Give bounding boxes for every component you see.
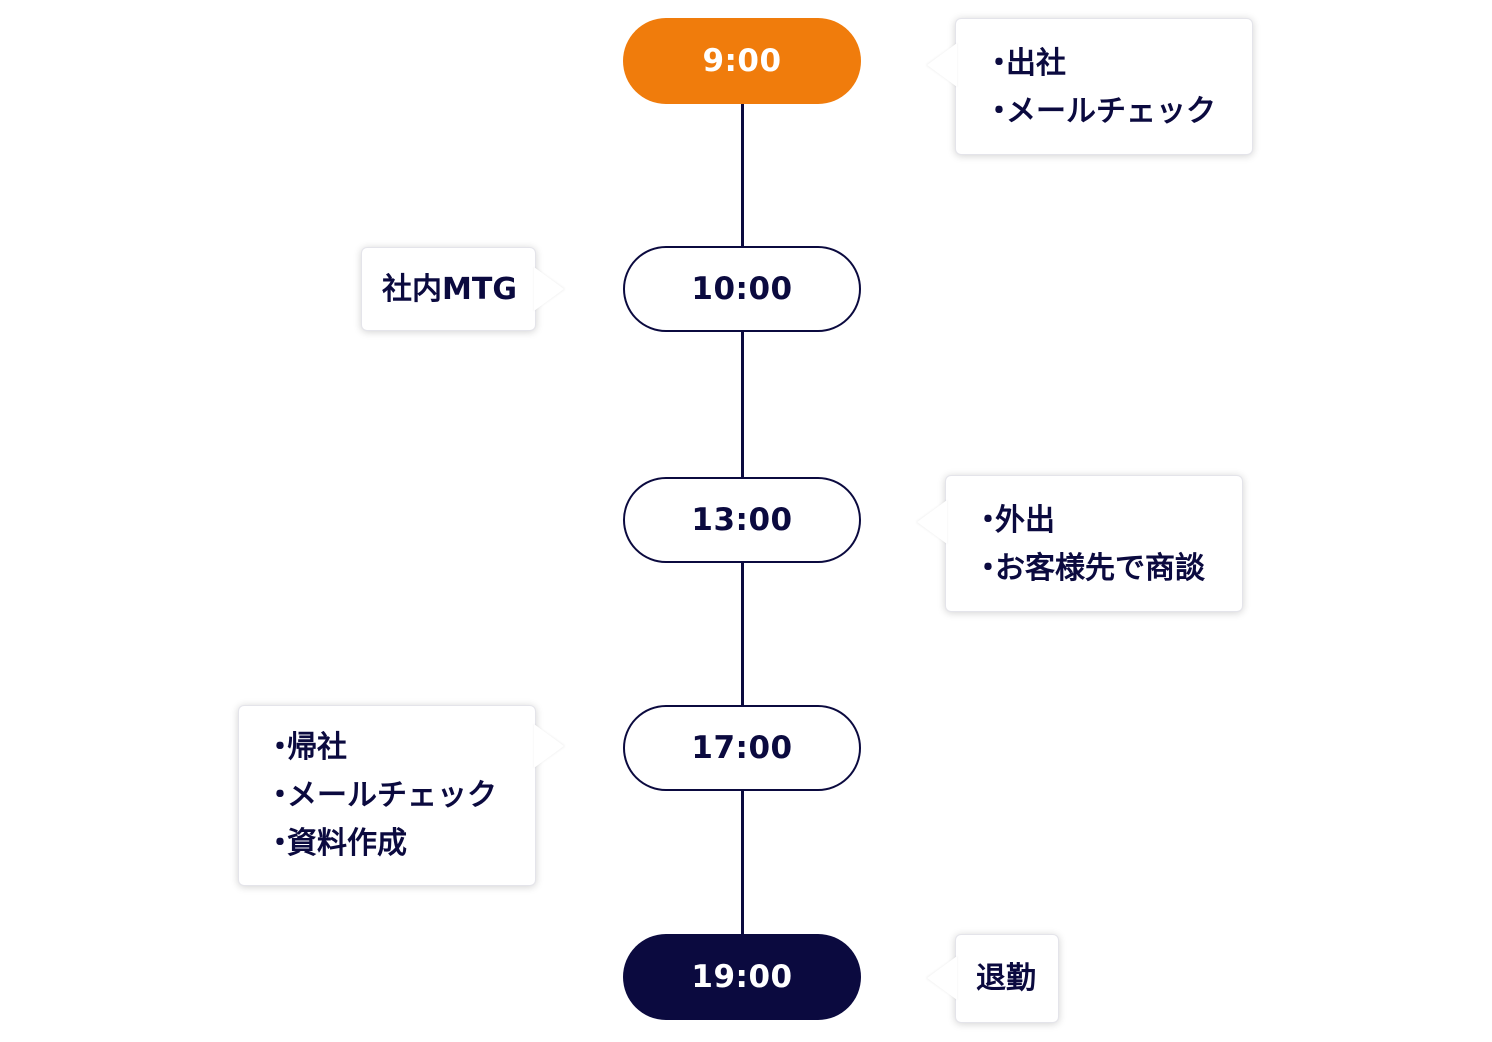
note-text: 外出 — [995, 503, 1055, 538]
time-label: 9:00 — [702, 43, 782, 79]
bullet: ・ — [265, 778, 295, 813]
note-bubble-1000: 社内MTG — [361, 247, 564, 331]
note-item: ・メールチェック — [984, 88, 1252, 136]
note-bubble-0900: ・出社 ・メールチェック — [927, 18, 1253, 155]
note-text: 帰社 — [287, 730, 347, 765]
time-pill-1900: 19:00 — [623, 934, 861, 1020]
time-label: 13:00 — [691, 502, 793, 538]
note-bubble-1900: 退勤 — [927, 934, 1059, 1023]
note-item: ・メールチェック — [265, 772, 535, 820]
note-text: 社内MTG — [382, 272, 517, 307]
note-bubble-1700: ・帰社 ・メールチェック ・資料作成 — [238, 705, 564, 886]
note-bubble-1300: ・外出 ・お客様先で商談 — [917, 475, 1243, 612]
bullet: ・ — [973, 503, 1003, 538]
bullet: ・ — [973, 551, 1003, 586]
note-item: ・外出 — [973, 497, 1242, 545]
bullet: ・ — [984, 46, 1014, 81]
time-pill-1300: 13:00 — [623, 477, 861, 563]
time-label: 19:00 — [691, 959, 793, 995]
time-label: 17:00 — [691, 730, 793, 766]
note-text: 退勤 — [976, 961, 1036, 996]
note-text: メールチェック — [287, 778, 497, 813]
note-item: ・資料作成 — [265, 820, 535, 868]
note-item: ・帰社 — [265, 724, 535, 772]
note-text: メールチェック — [1006, 94, 1216, 129]
note-item: ・出社 — [984, 40, 1252, 88]
time-pill-1700: 17:00 — [623, 705, 861, 791]
bullet: ・ — [265, 826, 295, 861]
note-item: ・お客様先で商談 — [973, 545, 1242, 593]
bullet: ・ — [984, 94, 1014, 129]
time-pill-0900: 9:00 — [623, 18, 861, 104]
note-text: 出社 — [1006, 46, 1066, 81]
note-text: 資料作成 — [287, 826, 407, 861]
time-label: 10:00 — [691, 271, 793, 307]
bullet: ・ — [265, 730, 295, 765]
note-text: お客様先で商談 — [995, 551, 1205, 586]
time-pill-1000: 10:00 — [623, 246, 861, 332]
